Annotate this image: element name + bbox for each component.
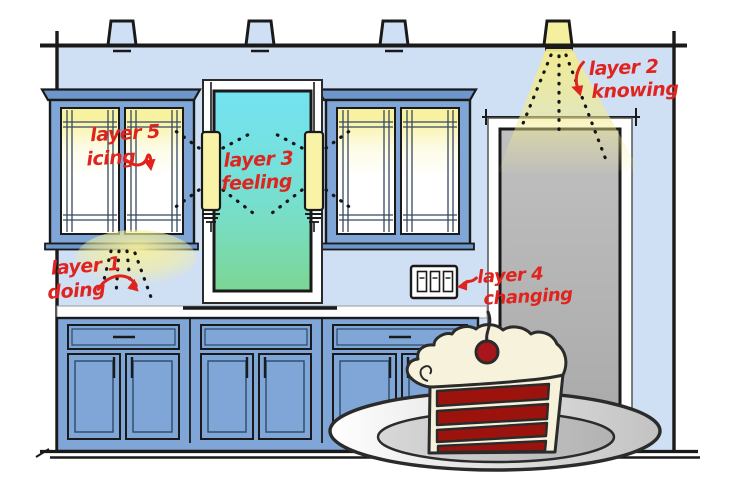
under-cabinet-ray (100, 249, 113, 290)
annotation-layer5: layer 5 icing (86, 121, 161, 172)
annotation-layer4: layer 4 changing (456, 264, 574, 310)
annotation-arrowhead (571, 85, 584, 97)
cabinet-crown-molding (316, 88, 478, 102)
under-cabinet-light-glow (76, 230, 196, 286)
upper-glass-cabinet-left (40, 88, 202, 251)
annotation-arrowhead (456, 279, 468, 291)
annotation-layer1-line2: doing (47, 278, 106, 304)
cherry (474, 339, 500, 365)
annotation-layer2-line2: knowing (591, 78, 679, 103)
light-ray-dots (100, 53, 608, 302)
sconce-ray (168, 188, 201, 213)
annotation-layer1: layer 1 doing (47, 253, 139, 304)
annotation-arrowhead (127, 278, 139, 292)
annotation-layer1-line1: layer 1 (50, 253, 121, 280)
sconce-ray (324, 125, 357, 150)
switch-3 (442, 270, 454, 293)
drawer-1 (67, 324, 180, 350)
switch-1 (416, 270, 428, 293)
sconce-ray (221, 129, 257, 150)
annotation-layer3-line2: feeling (221, 170, 292, 194)
switch-2 (429, 270, 441, 293)
cake-on-plate (328, 310, 662, 472)
annotation-layer3-line1: layer 3 (223, 147, 294, 171)
annotation-layer4-line2: changing (483, 284, 574, 310)
light-switch-panel (409, 264, 459, 300)
annotation-layer5-line1: layer 5 (90, 121, 161, 147)
glass-door-lit (336, 107, 396, 235)
sconce-ray (324, 188, 357, 213)
downlight-ray (520, 53, 553, 128)
glass-door-lit (400, 107, 460, 235)
under-cabinet-ray (133, 251, 154, 302)
cabinet-light-rail (320, 242, 475, 251)
sconce-ray (221, 188, 255, 215)
sconce-ray (270, 188, 304, 215)
frosting-swirl (419, 365, 433, 382)
downlight-can-3 (378, 19, 410, 53)
lit-downlight-can-4 (542, 19, 574, 52)
upper-glass-cabinet-right (316, 88, 478, 251)
annotation-arrow (125, 153, 153, 167)
annotation-layer2-line1: layer 2 (588, 56, 659, 80)
cabinet-crown-molding (40, 88, 202, 102)
downlight-can-1 (106, 19, 138, 53)
annotation-layer5-line2: icing (86, 146, 136, 171)
sconce-ray (268, 129, 304, 150)
sconce-ray (168, 125, 201, 150)
annotation-layer4-line1: layer 4 (477, 264, 544, 288)
downlight-can-2 (244, 19, 276, 53)
annotation-layer2: layer 2 knowing (571, 56, 679, 103)
cake-red-layers (435, 382, 551, 454)
annotation-arrowhead (143, 158, 156, 172)
annotation-layer3: layer 3 feeling (221, 147, 294, 195)
downlight-beam-glow (498, 49, 640, 172)
drawer-2 (200, 324, 312, 350)
countertop (56, 305, 488, 319)
downlight-ray (564, 53, 608, 162)
under-cabinet-ray (114, 249, 121, 296)
